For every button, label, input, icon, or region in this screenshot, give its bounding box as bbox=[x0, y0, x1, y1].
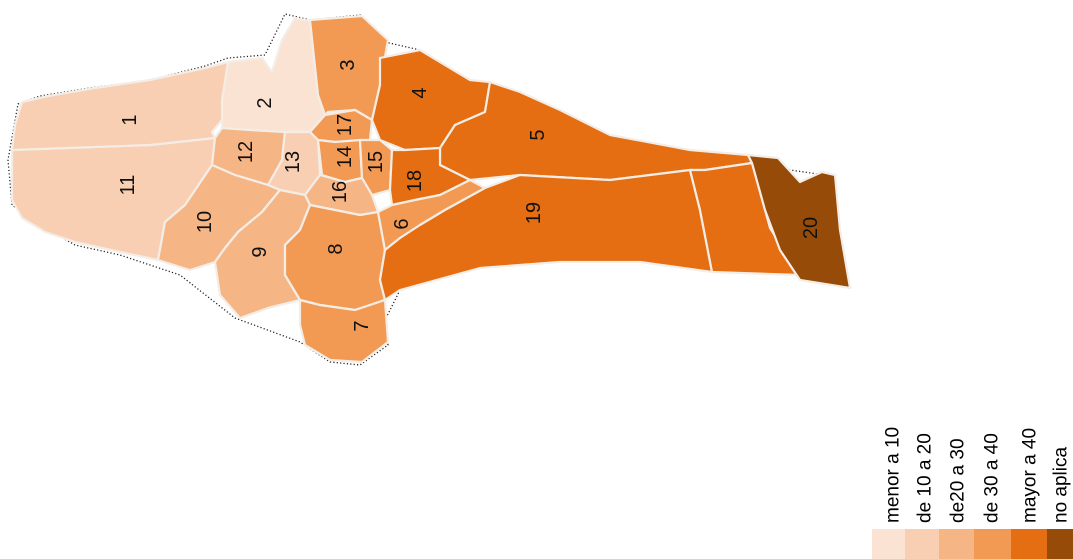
district-19[interactable] bbox=[378, 168, 714, 302]
label-11: 11 bbox=[117, 175, 139, 196]
label-9: 9 bbox=[249, 246, 271, 257]
label-10: 10 bbox=[194, 211, 216, 233]
legend-label-30-40: de 30 a 40 bbox=[982, 433, 1003, 523]
legend-label-20-30: de20 a 30 bbox=[948, 438, 969, 523]
label-13: 13 bbox=[282, 151, 304, 173]
district-5[interactable] bbox=[438, 80, 754, 182]
label-6: 6 bbox=[391, 218, 413, 229]
label-15: 15 bbox=[365, 151, 387, 173]
label-7: 7 bbox=[351, 320, 373, 331]
legend-swatch-20-30 bbox=[939, 529, 974, 559]
district-7[interactable] bbox=[298, 298, 390, 364]
label-1: 1 bbox=[119, 114, 141, 125]
legend-swatch-10-20 bbox=[905, 529, 939, 559]
label-19: 19 bbox=[523, 202, 545, 224]
legend-label-na: no aplica bbox=[1051, 447, 1072, 523]
label-3: 3 bbox=[337, 59, 359, 70]
label-2: 2 bbox=[254, 97, 276, 108]
map-outline bbox=[7, 13, 849, 366]
legend-label-10-20: de 10 a 20 bbox=[915, 433, 936, 523]
legend-swatch-30-40 bbox=[974, 529, 1011, 559]
legend-label-gt40: mayor a 40 bbox=[1020, 428, 1041, 523]
label-12: 12 bbox=[235, 141, 257, 163]
label-14: 14 bbox=[334, 146, 356, 168]
label-16: 16 bbox=[329, 181, 351, 203]
legend-label-lt10: menor a 10 bbox=[883, 427, 904, 523]
label-8: 8 bbox=[325, 243, 347, 254]
legend-swatch-gt40 bbox=[1011, 529, 1047, 559]
legend: menor a 10 de 10 a 20 de20 a 30 de 30 a … bbox=[872, 427, 1073, 559]
label-5: 5 bbox=[527, 129, 549, 140]
legend-swatch-na bbox=[1047, 529, 1073, 559]
district-2[interactable] bbox=[220, 16, 327, 134]
district-1[interactable] bbox=[10, 60, 230, 152]
label-4: 4 bbox=[409, 87, 431, 98]
district-20[interactable] bbox=[746, 153, 852, 290]
label-17: 17 bbox=[334, 114, 356, 136]
label-18: 18 bbox=[404, 170, 426, 192]
label-20: 20 bbox=[800, 217, 822, 239]
legend-swatch-lt10 bbox=[872, 529, 905, 559]
